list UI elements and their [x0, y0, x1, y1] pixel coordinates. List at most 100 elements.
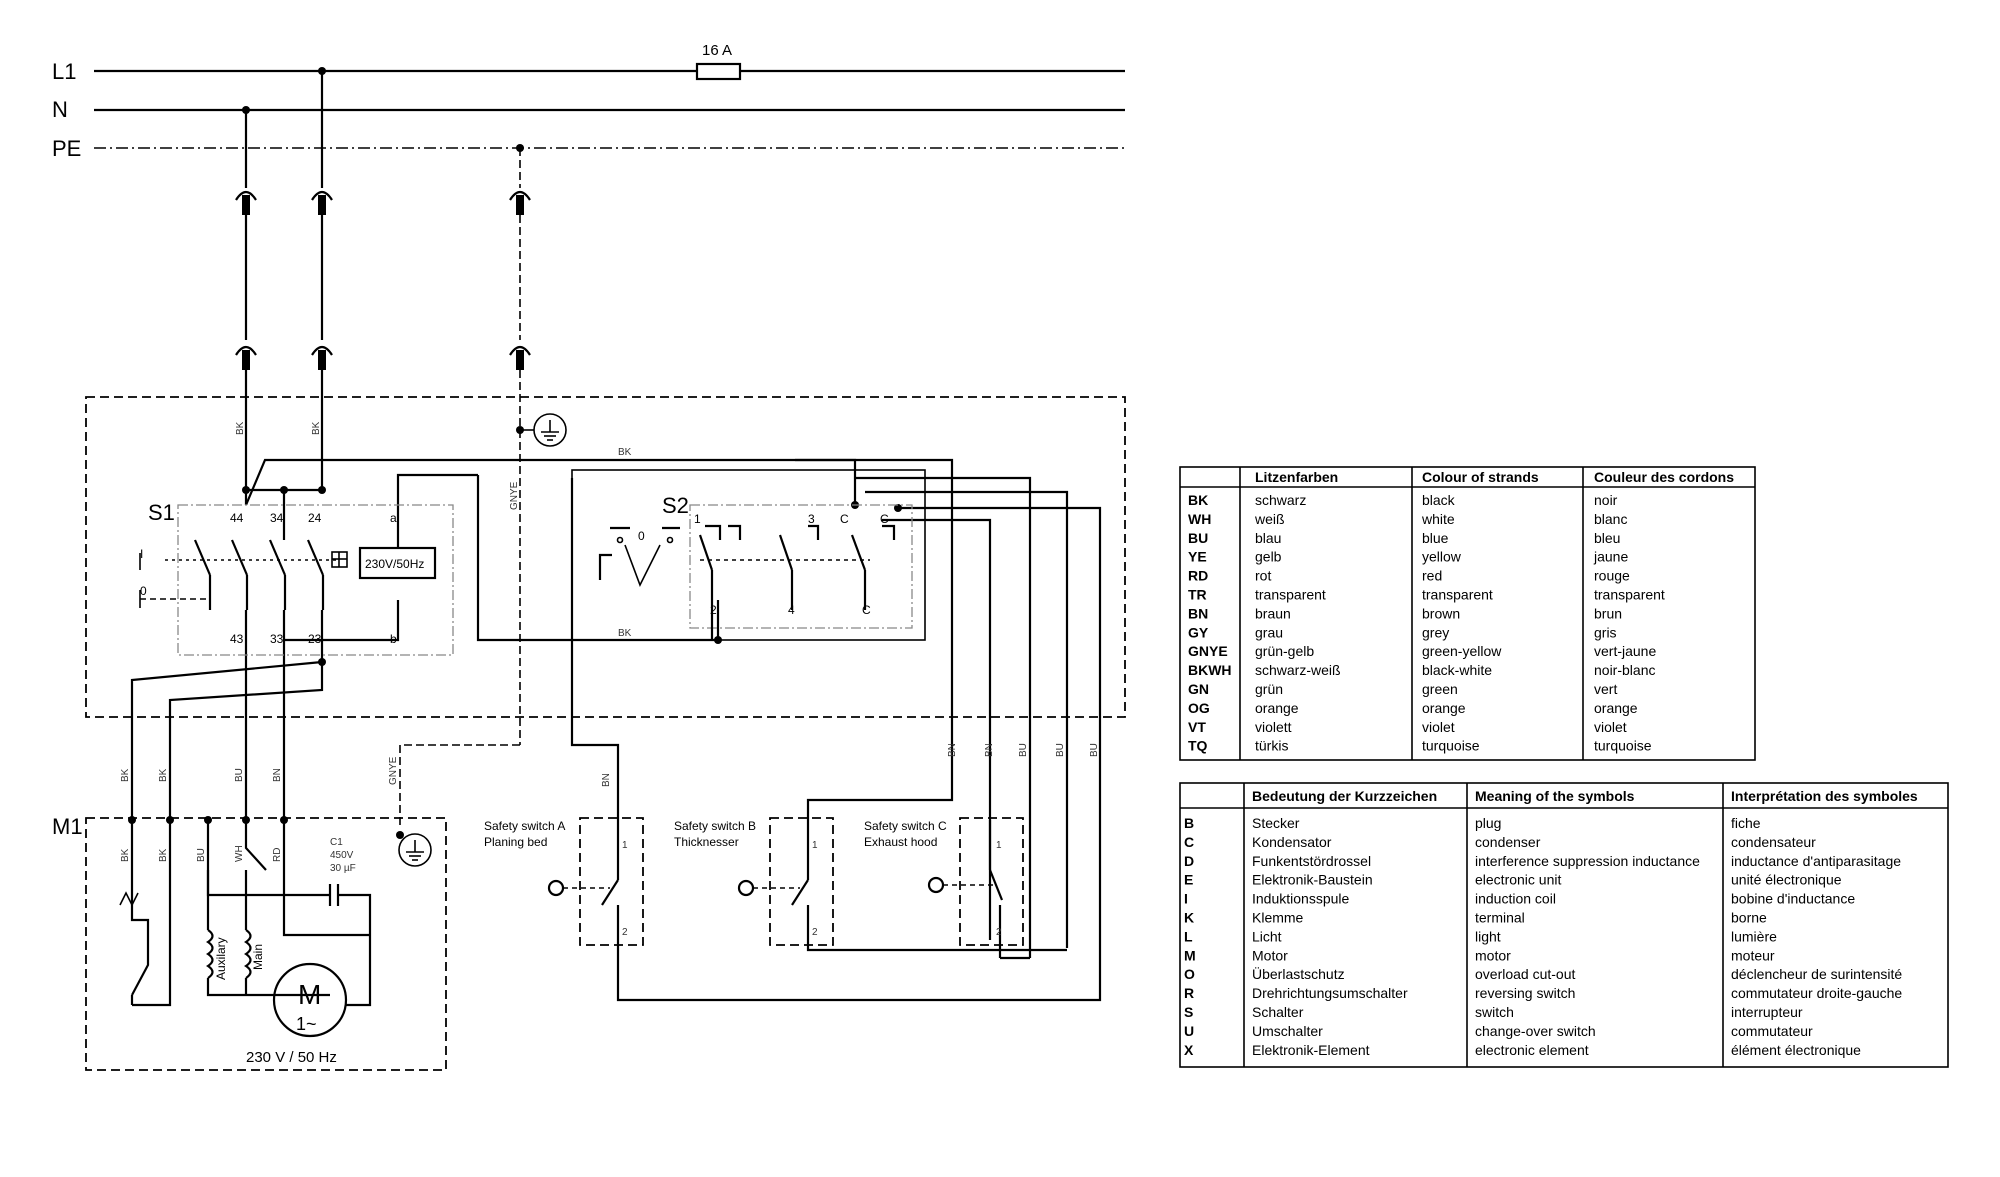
machine-housing	[85, 396, 1126, 718]
colours-cell: BK	[1188, 492, 1208, 508]
motor-phase: 1~	[296, 1014, 317, 1034]
l1-label: L1	[52, 59, 76, 84]
symbols-cell: moteur	[1731, 947, 1775, 963]
colours-cell: blanc	[1594, 511, 1627, 527]
safety-a-p1: 1	[622, 840, 628, 851]
colours-cell: black	[1422, 492, 1456, 508]
s1-b: b	[390, 632, 397, 646]
s1-pos-on: I	[140, 547, 143, 561]
colours-cell: jaune	[1593, 549, 1628, 565]
colours-cell: BU	[1188, 530, 1208, 546]
colours-cell: white	[1421, 511, 1455, 527]
colours-cell: GN	[1188, 681, 1209, 697]
colours-cell: gelb	[1255, 549, 1282, 565]
symbols-cell: R	[1184, 985, 1194, 1001]
s1-a: a	[390, 511, 397, 525]
wire-bu-c1: BU	[1018, 743, 1029, 757]
colours-cell: GY	[1188, 624, 1209, 640]
symbols-header-3: Interprétation des symboles	[1731, 788, 1918, 804]
wire-gnye-pe: GNYE	[509, 481, 520, 510]
colours-cell: orange	[1422, 700, 1466, 716]
motor-rating: 230 V / 50 Hz	[246, 1049, 337, 1066]
colours-cell: RD	[1188, 568, 1208, 584]
colours-cell: brun	[1594, 605, 1622, 621]
symbols-cell: Kondensator	[1252, 834, 1332, 850]
colours-cell: rouge	[1594, 568, 1630, 584]
symbols-cell: U	[1184, 1023, 1194, 1039]
symbols-cell: condenser	[1475, 834, 1541, 850]
s2-pin-2: 2	[710, 603, 717, 617]
wire-bk-mid: BK	[618, 628, 632, 639]
colours-cell: weiß	[1254, 511, 1285, 527]
colours-cell: violet	[1594, 719, 1627, 735]
s1-label: S1	[148, 500, 175, 525]
supply-lines: L1 N PE 16 A	[52, 42, 1125, 161]
symbols-cell: Stecker	[1252, 815, 1300, 831]
s2-pin-1: 1	[694, 512, 701, 526]
symbols-cell: light	[1475, 928, 1501, 944]
symbols-cell: déclencheur de surintensité	[1731, 966, 1902, 982]
switch-s1: S1 44 34 24 43 33 23 I 0 a b 230V/50Hz	[139, 500, 454, 656]
motor-wire-bk2: BK	[158, 848, 169, 862]
safety-a-line2: Planing bed	[484, 835, 547, 849]
wire-bk-2: BK	[158, 768, 169, 782]
colours-cell: grün	[1255, 681, 1283, 697]
colours-cell: grey	[1422, 624, 1449, 640]
safety-c-line1: Safety switch C	[864, 819, 947, 833]
colours-cell: WH	[1188, 511, 1211, 527]
colours-cell: rot	[1255, 568, 1271, 584]
symbols-cell: C	[1184, 834, 1194, 850]
colours-cell: black-white	[1422, 662, 1492, 678]
symbols-cell: Klemme	[1252, 910, 1304, 926]
symbols-cell: M	[1184, 947, 1196, 963]
motor-wire-rd: RD	[272, 848, 283, 862]
colours-cell: orange	[1594, 700, 1638, 716]
symbols-cell: change-over switch	[1475, 1023, 1596, 1039]
motor-cap-c1: C1	[330, 837, 343, 848]
n-label: N	[52, 97, 68, 122]
colours-header-2: Colour of strands	[1422, 469, 1539, 485]
symbols-cell: borne	[1731, 910, 1767, 926]
symbols-cell: induction coil	[1475, 891, 1556, 907]
colours-cell: noir-blanc	[1594, 662, 1655, 678]
symbols-cell: electronic unit	[1475, 872, 1561, 888]
colours-cell: red	[1422, 568, 1442, 584]
wire-bu-c3: BU	[1089, 743, 1100, 757]
symbols-cell: Drehrichtungsumschalter	[1252, 985, 1408, 1001]
symbols-cell: Schalter	[1252, 1004, 1304, 1020]
symbols-cell: condensateur	[1731, 834, 1816, 850]
motor-main-label: Main	[251, 944, 265, 970]
symbols-cell: interrupteur	[1731, 1004, 1803, 1020]
colours-cell: green-yellow	[1422, 643, 1502, 659]
colours-cell: vert-jaune	[1594, 643, 1656, 659]
symbols-cell: Motor	[1252, 947, 1288, 963]
colours-cell: blue	[1422, 530, 1449, 546]
symbols-cell: Überlastschutz	[1252, 965, 1345, 982]
internal-wiring: BK BK GNYE BK	[120, 370, 1102, 990]
motor-wire-bk1: BK	[120, 848, 131, 862]
s1-top-34: 34	[270, 511, 284, 525]
safety-switch-a: Safety switch A Planing bed 1 2	[484, 817, 1102, 1002]
colours-cell: gris	[1594, 624, 1617, 640]
colours-cell: TR	[1188, 587, 1207, 603]
motor-cap-uf: 30 µF	[330, 863, 356, 874]
wire-bk-l: BK	[235, 421, 246, 435]
symbols-cell: Funkentstördrossel	[1252, 853, 1371, 869]
colours-cell: TQ	[1188, 738, 1208, 754]
safety-c-p1: 1	[996, 840, 1002, 851]
wire-bk-top: BK	[618, 447, 632, 458]
symbols-cell: Elektronik-Element	[1252, 1042, 1370, 1058]
symbols-header-1: Bedeutung der Kurzzeichen	[1252, 788, 1437, 804]
colours-cell: grau	[1255, 624, 1283, 640]
safety-b-p2: 2	[812, 927, 818, 938]
symbols-cell: Elektronik-Baustein	[1252, 872, 1373, 888]
colours-cell: violett	[1255, 719, 1292, 735]
colours-cell: GNYE	[1188, 643, 1228, 659]
symbols-cell: K	[1184, 910, 1194, 926]
symbols-cell: E	[1184, 872, 1193, 888]
symbols-cell: I	[1184, 891, 1188, 907]
s1-top-24: 24	[308, 511, 322, 525]
symbols-cell: terminal	[1475, 910, 1525, 926]
symbols-cell: switch	[1475, 1004, 1514, 1020]
